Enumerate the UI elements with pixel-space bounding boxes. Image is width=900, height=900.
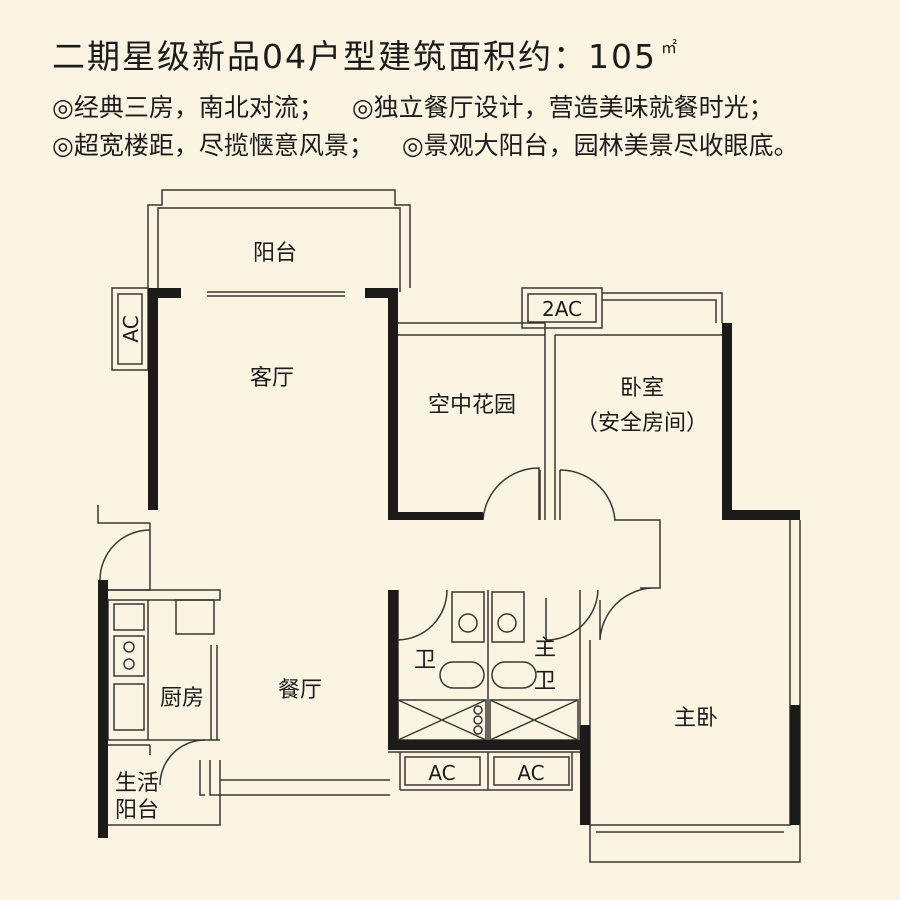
- ac-frame-bottom-right: [493, 756, 570, 786]
- label-bedroom: 卧室: [620, 376, 664, 401]
- feature-1: ◎经典三房，南北对流；: [52, 93, 324, 122]
- fixture-dot: [473, 725, 483, 735]
- wall: [148, 288, 158, 510]
- ac-label-top: 2AC: [542, 297, 582, 321]
- toilet-left: [439, 661, 485, 689]
- label-master-bath-2: 卫: [534, 669, 556, 694]
- balcony-outline: [147, 189, 411, 288]
- wall: [398, 512, 483, 520]
- wall: [388, 288, 398, 520]
- label-dining-room: 餐厅: [278, 678, 322, 703]
- label-living-room: 客厅: [250, 366, 294, 391]
- wall: [98, 580, 108, 838]
- burner-2: [123, 658, 135, 670]
- basin-right: [491, 591, 525, 643]
- label-bedroom-note: （安全房间）: [576, 411, 708, 436]
- entry-corridor: [98, 523, 151, 591]
- wall: [722, 510, 800, 520]
- feature-4: ◎景观大阳台，园林美景尽收眼底。: [401, 131, 799, 160]
- garden-bedroom-divider: [539, 335, 561, 520]
- label-master-bath-1: 主: [534, 636, 556, 661]
- label-master-bedroom: 主卧: [674, 706, 718, 731]
- fridge: [113, 603, 145, 631]
- dining-window: [209, 760, 390, 796]
- stove: [113, 635, 145, 677]
- burner-1: [123, 641, 135, 653]
- feature-3: ◎超宽楼距，尽揽惬意风景；: [52, 131, 374, 160]
- feature-line-1: ◎经典三房，南北对流； ◎独立餐厅设计，营造美味就餐时光；: [52, 88, 774, 124]
- bedroom-window: [555, 292, 725, 336]
- bath-door-swing: [397, 589, 448, 641]
- garden-top: [398, 322, 546, 336]
- ac-label-left: AC: [119, 315, 143, 342]
- balcony-rail: [157, 207, 401, 292]
- master-window: [589, 520, 801, 863]
- garden-door-swing: [482, 467, 540, 521]
- room-labels: 阳台 客厅 空中花园 卧室 （安全房间） 卫 主 卫 厨房 餐厅 主卧 生活 阳…: [115, 241, 718, 823]
- shower-left-cross: [397, 699, 487, 741]
- feature-line-2: ◎超宽楼距，尽揽惬意风景； ◎景观大阳台，园林美景尽收眼底。: [52, 126, 799, 162]
- kitchen-door: [159, 645, 218, 786]
- label-balcony: 阳台: [253, 241, 297, 266]
- wall: [580, 725, 590, 825]
- label-sky-garden: 空中花园: [428, 393, 516, 418]
- ac-box-top: [521, 287, 603, 329]
- thick-walls: [98, 288, 800, 838]
- wall: [388, 740, 588, 750]
- label-kitchen: 厨房: [160, 686, 204, 711]
- ac-frame-top: [527, 293, 597, 323]
- basin-left-drain: [458, 613, 478, 633]
- fixture-dot: [473, 705, 483, 715]
- wall: [722, 323, 732, 520]
- ac-labels: AC 2AC AC AC: [119, 297, 582, 785]
- label-bathroom: 卫: [414, 648, 436, 673]
- wall: [148, 288, 181, 298]
- fixture-dot: [473, 715, 483, 725]
- basin-left: [451, 591, 485, 643]
- ac-label-bottom-right: AC: [517, 761, 544, 785]
- sink: [113, 683, 145, 731]
- living-sliding-door: [207, 291, 345, 297]
- entry-door-swing: [99, 529, 151, 581]
- utility-balcony-outline: [108, 744, 221, 826]
- masterbath-door-swing: [545, 589, 599, 641]
- wall: [388, 590, 398, 750]
- basin-right-drain: [497, 613, 517, 633]
- entry-jamb: [97, 505, 150, 524]
- wall: [365, 288, 398, 298]
- bedroom-door-swing: [559, 469, 616, 521]
- toilet-right: [491, 661, 537, 689]
- area-unit: ㎡: [660, 38, 679, 57]
- ac-frame-bottom-left: [404, 756, 481, 786]
- label-utility-balcony-2: 阳台: [115, 798, 159, 823]
- label-utility-balcony-1: 生活: [115, 771, 159, 796]
- wall: [790, 705, 800, 825]
- ac-frame-left: [117, 293, 143, 365]
- shower-right-cross: [489, 699, 579, 741]
- master-corridor: [599, 519, 661, 641]
- ac-strip-bottom: [388, 751, 585, 791]
- feature-2: ◎独立餐厅设计，营造美味就餐时光；: [351, 93, 774, 122]
- title-text: 二期星级新品04户型建筑面积约：105: [52, 37, 657, 76]
- thin-lines: [97, 189, 801, 863]
- ac-label-bottom-left: AC: [428, 761, 455, 785]
- cabinet: [175, 599, 215, 635]
